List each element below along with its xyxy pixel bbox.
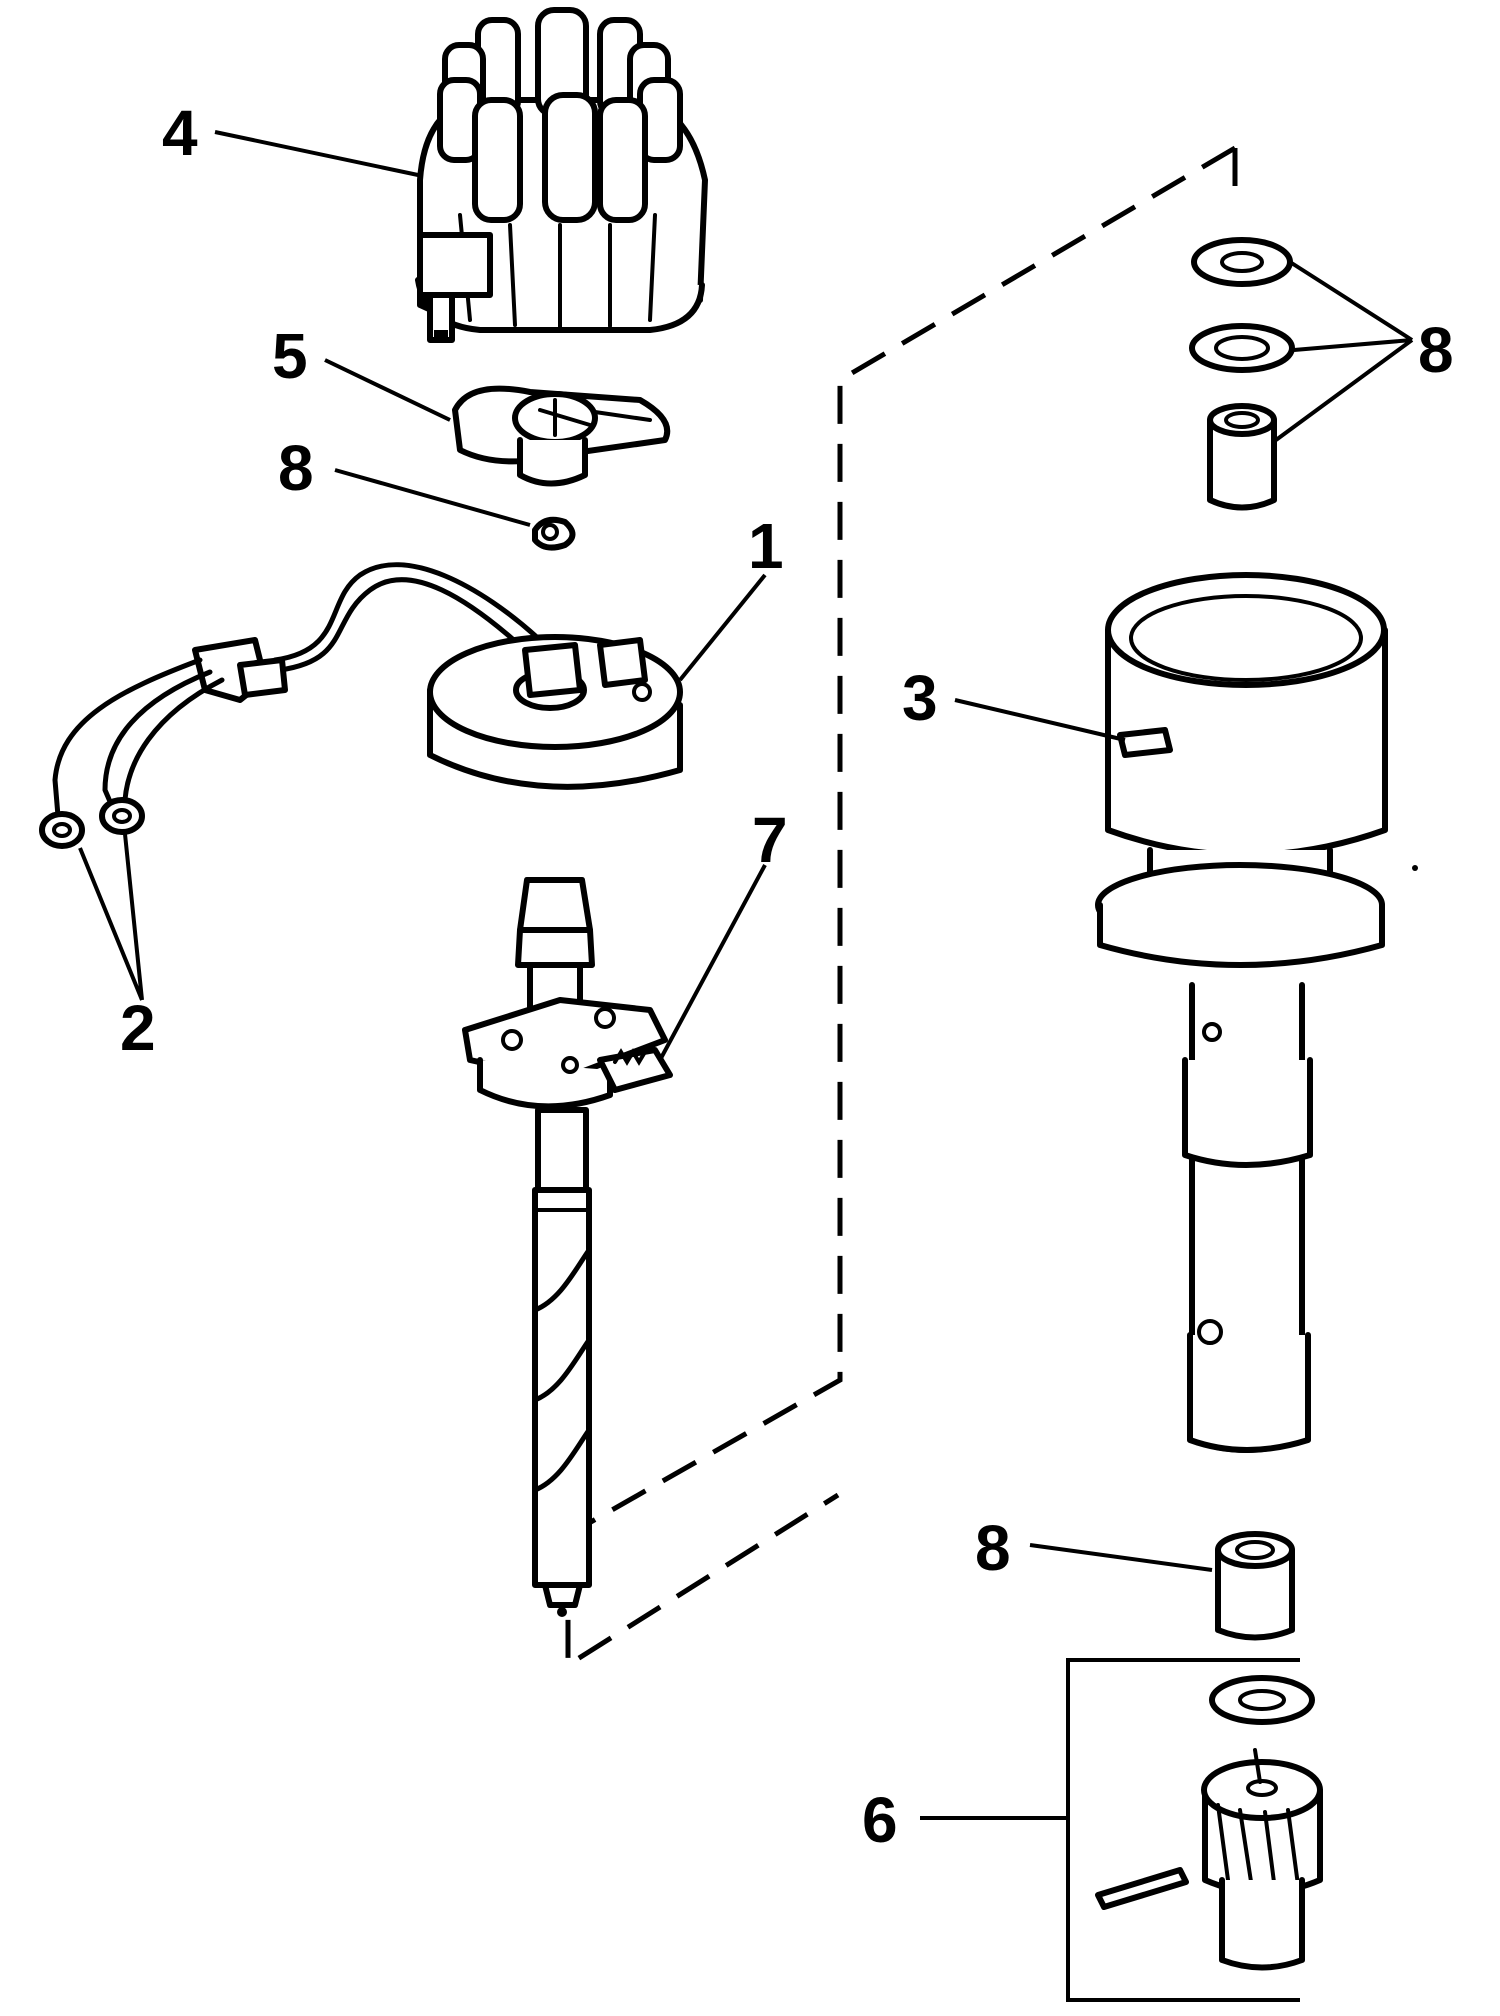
part-distributor-housing (1095, 572, 1418, 1453)
part-distributor-cap (415, 7, 708, 343)
part-washer-stack-upper (1189, 237, 1295, 511)
leader-2 (78, 833, 144, 1001)
leader-8b (1274, 260, 1414, 442)
callout-8-bushing: 8 (975, 1512, 1011, 1584)
part-retaining-clip (532, 516, 576, 551)
callout-3: 3 (902, 662, 938, 734)
gear-group-bracket (1066, 1658, 1300, 2002)
leader-7 (658, 864, 767, 1061)
part-gear-group (1066, 1658, 1323, 2002)
leader-5 (324, 358, 451, 422)
callout-4: 4 (162, 97, 198, 169)
callout-8-stack: 8 (1418, 314, 1454, 386)
leader-3 (954, 698, 1126, 742)
leader-8c (1029, 1543, 1213, 1572)
callout-8-clip: 8 (278, 432, 314, 504)
callout-2: 2 (120, 992, 156, 1064)
leader-8a (334, 468, 531, 527)
callout-7: 7 (752, 804, 788, 876)
part-bushing-lower (1215, 1531, 1295, 1641)
part-pickup-coil (39, 562, 683, 849)
callout-5: 5 (272, 320, 308, 392)
assembly-boundary-dashed (565, 145, 1238, 1670)
callout-6: 6 (862, 1784, 898, 1856)
leader-4 (214, 130, 419, 177)
part-rotor (452, 385, 671, 487)
callout-1: 1 (748, 510, 784, 582)
leader-1 (678, 573, 767, 682)
part-shaft-advance-assembly (462, 877, 673, 1617)
